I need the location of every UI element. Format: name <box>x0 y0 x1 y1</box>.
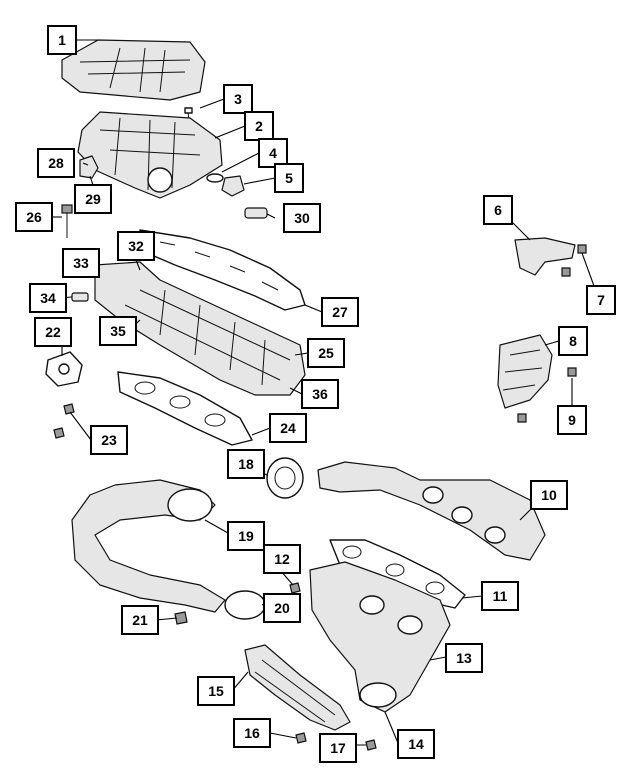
svg-text:29: 29 <box>85 191 101 207</box>
engine-cover <box>61 39 206 101</box>
svg-text:33: 33 <box>73 255 89 271</box>
callout-15: 15 <box>197 676 235 706</box>
callout-27: 27 <box>321 297 359 327</box>
svg-text:36: 36 <box>312 386 328 402</box>
callout-20: 20 <box>263 593 301 623</box>
svg-text:1: 1 <box>58 32 66 48</box>
fitting-34 <box>71 292 89 302</box>
bolt-26 <box>61 204 73 238</box>
callout-32: 32 <box>117 231 155 261</box>
svg-text:20: 20 <box>274 600 290 616</box>
svg-text:21: 21 <box>132 612 148 628</box>
svg-text:7: 7 <box>597 292 605 308</box>
svg-text:15: 15 <box>208 683 224 699</box>
callout-30: 30 <box>283 203 321 233</box>
svg-text:17: 17 <box>330 740 346 756</box>
valve-30 <box>244 207 268 219</box>
callout-36: 36 <box>301 379 339 409</box>
svg-text:35: 35 <box>110 323 126 339</box>
intake-gasket-27 <box>139 229 306 311</box>
svg-text:22: 22 <box>45 324 61 340</box>
svg-text:2: 2 <box>255 118 263 134</box>
callout-7: 7 <box>586 285 616 315</box>
callout-1: 1 <box>47 25 77 55</box>
svg-text:10: 10 <box>541 487 557 503</box>
svg-text:28: 28 <box>48 155 64 171</box>
svg-text:3: 3 <box>234 91 242 107</box>
svg-text:27: 27 <box>332 304 348 320</box>
heat-shield-15 <box>244 644 351 731</box>
svg-text:23: 23 <box>101 432 117 448</box>
exhaust-manifold-13 <box>309 561 451 713</box>
svg-text:34: 34 <box>40 290 56 306</box>
intake-gasket-24 <box>117 371 253 446</box>
svg-text:12: 12 <box>274 551 290 567</box>
callout-25: 25 <box>307 338 345 368</box>
svg-text:8: 8 <box>569 333 577 349</box>
crossover-pipe-19 <box>71 479 226 613</box>
svg-text:26: 26 <box>26 209 42 225</box>
svg-text:16: 16 <box>244 725 260 741</box>
callout-9: 9 <box>557 405 587 435</box>
callout-2: 2 <box>244 111 274 141</box>
heat-shield-8 <box>497 334 577 423</box>
svg-text:19: 19 <box>238 528 254 544</box>
svg-text:14: 14 <box>408 736 424 752</box>
callout-19: 19 <box>227 521 265 551</box>
o-ring-4 <box>206 173 224 183</box>
svg-text:25: 25 <box>318 345 334 361</box>
callout-21: 21 <box>121 605 159 635</box>
bolts-23 <box>53 403 75 439</box>
callout-34: 34 <box>29 283 67 313</box>
svg-text:6: 6 <box>494 202 502 218</box>
svg-text:9: 9 <box>568 412 576 428</box>
svg-text:4: 4 <box>269 145 277 161</box>
callout-35: 35 <box>99 316 137 346</box>
svg-text:24: 24 <box>280 420 296 436</box>
callout-16: 16 <box>233 718 271 748</box>
svg-text:32: 32 <box>128 238 144 254</box>
callout-13: 13 <box>445 643 483 673</box>
callout-26: 26 <box>15 202 53 232</box>
callout-6: 6 <box>483 195 513 225</box>
flange-20 <box>174 582 301 625</box>
callout-28: 28 <box>37 148 75 178</box>
callout-22: 22 <box>34 317 72 347</box>
sensor-28 <box>79 155 99 179</box>
svg-text:11: 11 <box>493 588 508 604</box>
callout-3: 3 <box>223 84 253 114</box>
callout-8: 8 <box>558 326 588 356</box>
callout-29: 29 <box>74 184 112 214</box>
svg-text:5: 5 <box>285 170 293 186</box>
exhaust-manifold-10 <box>317 461 546 561</box>
sensor-5 <box>221 175 245 197</box>
gasket-18 <box>266 457 304 499</box>
svg-text:13: 13 <box>456 650 472 666</box>
callout-5: 5 <box>274 163 304 193</box>
callout-24: 24 <box>269 413 307 443</box>
bolts-16-17 <box>295 732 377 751</box>
callout-11: 11 <box>481 581 519 611</box>
callout-14: 14 <box>397 729 435 759</box>
callout-23: 23 <box>90 425 128 455</box>
callout-18: 18 <box>227 449 265 479</box>
plate-22 <box>45 351 83 387</box>
callout-33: 33 <box>62 248 100 278</box>
callout-4: 4 <box>258 138 288 168</box>
svg-text:30: 30 <box>294 210 310 226</box>
bracket-6 <box>514 237 587 277</box>
callout-17: 17 <box>319 733 357 763</box>
svg-text:18: 18 <box>238 456 254 472</box>
callout-12: 12 <box>263 544 301 574</box>
callout-10: 10 <box>530 480 568 510</box>
